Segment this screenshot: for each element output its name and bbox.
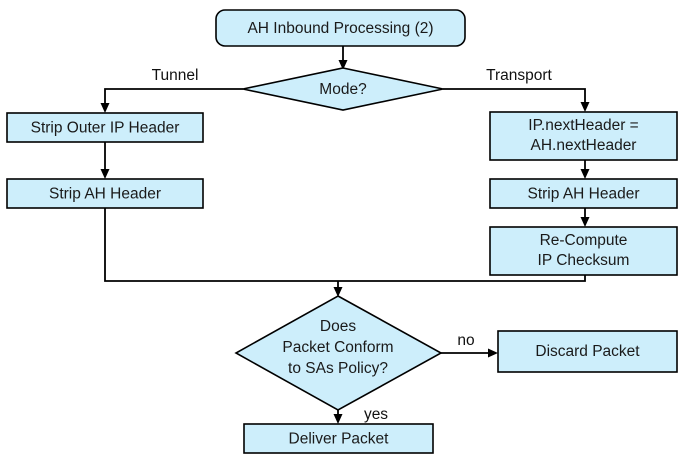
arrowhead-recompute bbox=[580, 217, 590, 227]
node-deliver-packet[interactable]: Deliver Packet bbox=[243, 423, 434, 454]
node-strip-outer-ip-header-shape[interactable] bbox=[6, 112, 204, 143]
node-start-label: AH Inbound Processing (2) bbox=[247, 20, 433, 37]
node-deliver-packet-label: Deliver Packet bbox=[289, 431, 390, 448]
node-strip-ah-header-transport[interactable]: Strip AH Header bbox=[489, 178, 678, 209]
node-strip-ah-header-transport-shape[interactable] bbox=[489, 178, 678, 209]
arrowhead-conform bbox=[333, 287, 343, 297]
node-strip-ah-header-tunnel[interactable]: Strip AH Header bbox=[6, 178, 204, 209]
node-mode-decision[interactable]: Mode? bbox=[242, 67, 444, 111]
connector-layer bbox=[100, 46, 590, 424]
node-start-shape[interactable] bbox=[215, 9, 466, 47]
edge-label-yes: yes bbox=[364, 406, 388, 423]
edge-label-layer: Tunnel Transport no yes bbox=[152, 67, 553, 423]
node-strip-ah-header-transport-label: Strip AH Header bbox=[528, 186, 640, 203]
node-strip-ah-header-tunnel-shape[interactable] bbox=[6, 178, 204, 209]
node-ip-nextheader-assign[interactable]: IP.nextHeader = AH.nextHeader bbox=[489, 111, 678, 161]
node-discard-packet-shape[interactable] bbox=[497, 330, 678, 373]
node-deliver-packet-shape[interactable] bbox=[243, 423, 434, 454]
edge-label-no: no bbox=[457, 332, 474, 349]
arrowhead-strip-outer-ip bbox=[100, 103, 110, 113]
arrowhead-deliver bbox=[333, 414, 343, 424]
arrowhead-strip-ah-tunnel bbox=[100, 169, 110, 179]
node-strip-outer-ip-header[interactable]: Strip Outer IP Header bbox=[6, 112, 204, 143]
node-discard-packet[interactable]: Discard Packet bbox=[497, 330, 678, 373]
arrowhead-ip-nextheader bbox=[580, 102, 590, 112]
node-strip-ah-header-tunnel-label: Strip AH Header bbox=[49, 186, 161, 203]
connector-mode-tunnel bbox=[104, 88, 243, 106]
node-strip-outer-ip-header-label: Strip Outer IP Header bbox=[31, 120, 180, 137]
node-recompute-ip-checksum-shape[interactable] bbox=[489, 226, 678, 276]
node-mode-decision-shape[interactable] bbox=[242, 67, 444, 111]
arrowhead-strip-ah-transport bbox=[580, 169, 590, 179]
node-conform-decision-line2: Packet Conform bbox=[282, 339, 393, 356]
node-ip-nextheader-assign-line2: AH.nextHeader bbox=[531, 137, 637, 154]
node-ip-nextheader-assign-line1: IP.nextHeader = bbox=[528, 117, 638, 134]
node-recompute-ip-checksum-line1: Re-Compute bbox=[540, 232, 628, 249]
arrowhead-mode bbox=[338, 60, 348, 70]
node-start[interactable]: AH Inbound Processing (2) bbox=[215, 9, 466, 47]
node-conform-decision-line3: to SAs Policy? bbox=[288, 360, 388, 377]
connector-tunnel-merge bbox=[104, 208, 338, 282]
edge-label-transport: Transport bbox=[486, 67, 552, 84]
connector-transport-merge bbox=[338, 275, 586, 282]
arrowhead-discard bbox=[488, 348, 498, 358]
node-discard-packet-label: Discard Packet bbox=[535, 343, 640, 360]
node-recompute-ip-checksum[interactable]: Re-Compute IP Checksum bbox=[489, 226, 678, 276]
node-conform-decision-shape[interactable] bbox=[234, 295, 443, 411]
node-ip-nextheader-assign-shape[interactable] bbox=[489, 111, 678, 161]
edge-label-tunnel: Tunnel bbox=[152, 67, 199, 84]
node-recompute-ip-checksum-line2: IP Checksum bbox=[538, 252, 630, 269]
node-conform-decision-line1: Does bbox=[320, 318, 356, 335]
node-mode-decision-label: Mode? bbox=[319, 81, 367, 98]
connector-mode-transport bbox=[443, 88, 586, 105]
node-conform-decision[interactable]: Does Packet Conform to SAs Policy? bbox=[234, 295, 443, 411]
